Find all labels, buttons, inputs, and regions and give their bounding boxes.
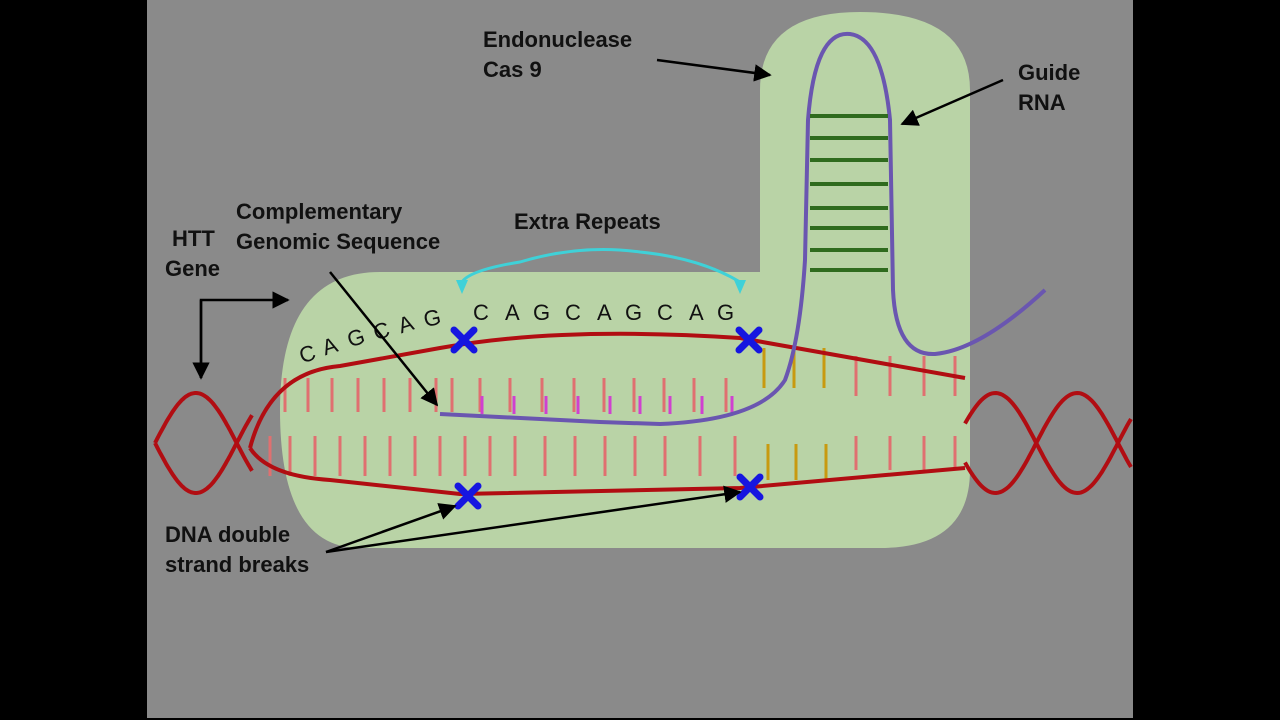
label-htt: HTT (172, 226, 215, 251)
helix-strand (153, 391, 254, 472)
seq-letter: G (421, 304, 443, 332)
break-marker-bottom-left (454, 482, 482, 510)
break-marker-top-right (735, 326, 763, 354)
seq-letter: C (370, 317, 393, 346)
seq-letter: A (597, 300, 612, 325)
label-genomic-sequence: Genomic Sequence (236, 229, 440, 254)
base-pairs (268, 348, 957, 480)
label-dna-double: DNA double (165, 522, 290, 547)
label-complementary: Complementary (236, 199, 403, 224)
arrow-endonuclease (656, 58, 772, 82)
seq-letter: C (657, 300, 673, 325)
seq-letter: G (717, 300, 734, 325)
extra-repeats-bracket (460, 248, 741, 284)
cas9-body (280, 12, 970, 548)
label-guide: Guide (1018, 60, 1080, 85)
dna-bottom-strand (248, 446, 966, 497)
helix-strand (153, 414, 254, 495)
label-cas9: Cas 9 (483, 57, 542, 82)
dna-double-helix (153, 390, 1133, 496)
bracket-left-tip (456, 280, 468, 294)
label-rna: RNA (1018, 90, 1066, 115)
label-extra-repeats: Extra Repeats (514, 209, 661, 234)
seq-letter: A (505, 300, 520, 325)
left-sequence-letters: C A G C A G (296, 304, 443, 368)
break-marker-bottom-right (736, 473, 764, 501)
helix-strand (963, 390, 1133, 496)
seq-letter: C (473, 300, 489, 325)
arrow-htt-gene (199, 291, 290, 378)
guide-rna-rungs (810, 114, 888, 272)
seq-letter: G (625, 300, 642, 325)
repeat-sequence-letters: C A G C A G C A G (473, 300, 734, 325)
label-gene: Gene (165, 256, 220, 281)
helix-strand (963, 390, 1133, 496)
guide-rna-strand (439, 31, 1047, 427)
arrow-break-left (325, 503, 457, 554)
break-marker-top-left (450, 326, 478, 354)
arrow-guide-rna (900, 78, 1004, 126)
seq-letter: C (296, 340, 319, 369)
seq-letter: G (533, 300, 550, 325)
arrow-break-right (325, 485, 742, 554)
bracket-right-tip (734, 280, 746, 294)
seq-letter: C (565, 300, 581, 325)
arrow-complementary (329, 271, 439, 407)
label-endonuclease: Endonuclease (483, 27, 632, 52)
label-strand-breaks: strand breaks (165, 552, 309, 577)
seq-letter: A (689, 300, 704, 325)
